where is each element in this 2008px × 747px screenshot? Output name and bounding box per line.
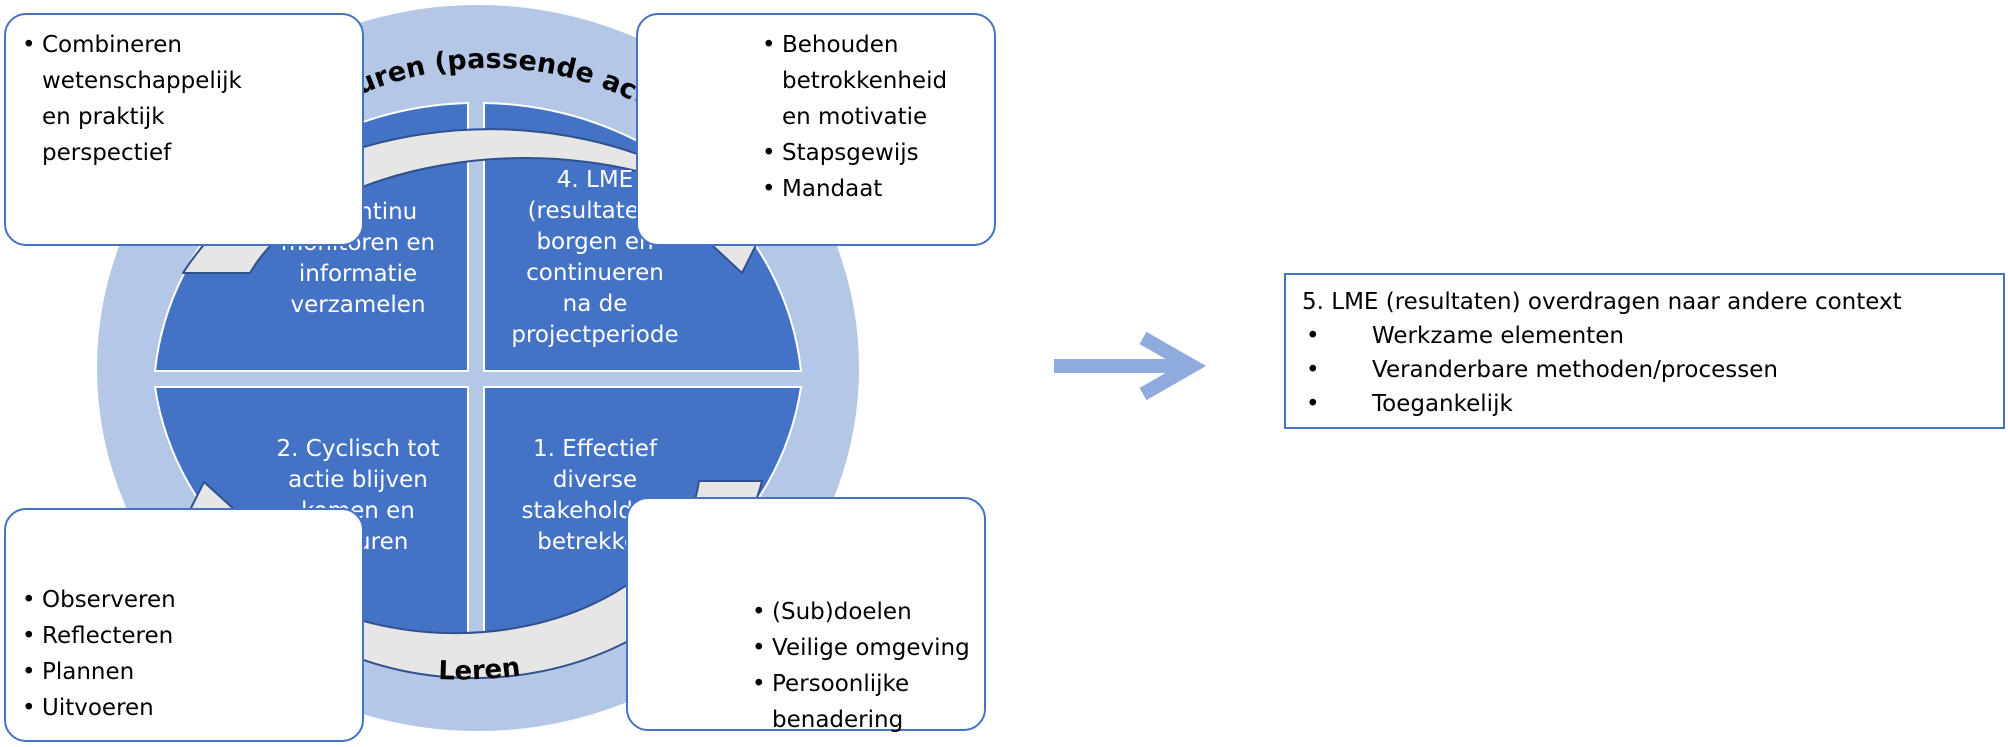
bottom-arrow-label: Leren <box>438 652 522 686</box>
bullet-list: ObserverenReflecterenPlannenUitvoeren <box>22 582 362 726</box>
quadrant-text-line: verzamelen <box>290 292 425 318</box>
transfer-title: 5. LME (resultaten) overdragen naar ande… <box>1302 289 1902 315</box>
quadrant-text-line: 2. Cyclisch tot <box>277 436 440 462</box>
transfer-item: Toegankelijk <box>1302 387 2003 421</box>
transfer-item: Werkzame elementen <box>1302 319 2003 353</box>
bullet-item: (Sub)doelen <box>752 594 984 630</box>
bullet-item: Stapsgewijs <box>762 135 994 171</box>
quadrant-text-line: na de <box>563 291 628 317</box>
bullet-item: Reflecteren <box>22 618 362 654</box>
quadrant-text-line: borgen en <box>536 229 653 255</box>
box-bottom-left: ObserverenReflecterenPlannenUitvoeren <box>4 508 364 742</box>
box-bottom-right: (Sub)doelenVeilige omgevingPersoonlijkeb… <box>626 497 986 733</box>
quadrant-text-line: diverse <box>553 467 637 493</box>
bullet-item: Uitvoeren <box>22 690 362 726</box>
transfer-item: Veranderbare methoden/processen <box>1302 353 2003 387</box>
bottom-arrow-label-text: Leren <box>438 652 522 686</box>
quadrant-text-line: informatie <box>299 261 417 287</box>
bullet-list: (Sub)doelenVeilige omgevingPersoonlijkeb… <box>752 594 984 738</box>
bullet-item: Veilige omgeving <box>752 630 984 666</box>
arrow-right-icon <box>1054 331 1207 401</box>
quadrant-text-line: actie blijven <box>288 467 428 493</box>
quadrant-text-line: 4. LME <box>557 167 633 193</box>
bullet-item: Plannen <box>22 654 362 690</box>
quadrant-text-line: 1. Effectief <box>533 436 658 462</box>
transfer-list: Werkzame elementen Veranderbare methoden… <box>1302 319 2003 421</box>
bullet-item: Mandaat <box>762 171 994 207</box>
quadrant-text-line: projectperiode <box>511 322 678 348</box>
bullet-item: Observeren <box>22 582 362 618</box>
quadrant-text-line: continueren <box>526 260 664 286</box>
transfer-box: 5. LME (resultaten) overdragen naar ande… <box>1284 273 2005 429</box>
